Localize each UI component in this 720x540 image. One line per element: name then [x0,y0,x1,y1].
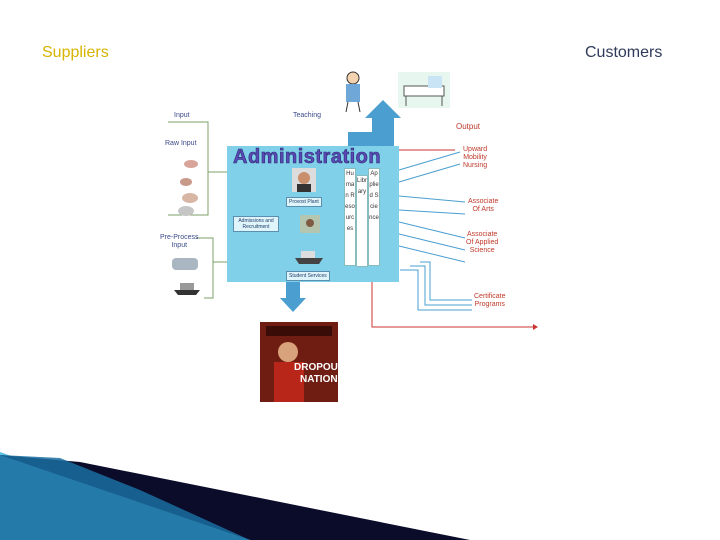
human-resources-column: Human Resources [344,168,356,266]
customers-header: Customers [585,44,663,61]
boat-icon [172,280,202,301]
staff-photo-icon [300,215,320,238]
output-associate-arts: Associate Of Arts [468,198,499,214]
provost-plant-tag: Provost Plant [286,197,322,207]
teacher-photo-icon [292,168,316,197]
magazine-cover-icon: DROPOUT NATION [260,322,338,402]
ship-icon [295,246,323,269]
admissions-tag: Admissions and Recruitment [233,216,279,232]
suppliers-header: Suppliers [42,44,109,61]
applied-science-column: Applied Science [368,168,380,266]
pig-icon [176,158,206,221]
magazine-title-1: DROPOUT [294,362,338,373]
library-column: Library [356,175,368,267]
hospital-bed-icon [398,72,450,113]
output-certificate-programs: Certificate Programs [474,293,506,309]
teaching-label: Teaching [293,112,322,119]
student-services-tag: Student Services [286,271,330,281]
magazine-title-2: NATION [300,374,338,385]
output-associate-applied-science: Associate Of Applied Science [466,231,499,255]
nurse-icon [338,70,368,117]
pre-process-input-label: Pre-Process Input [160,234,199,250]
administration-title: Administration [233,146,382,169]
output-nursing: Upward Mobility Nursing [463,146,488,170]
input-label: Input [174,112,190,119]
raw-input-label: Raw Input [165,140,197,147]
output-label: Output [456,122,481,131]
car-icon [170,256,200,277]
